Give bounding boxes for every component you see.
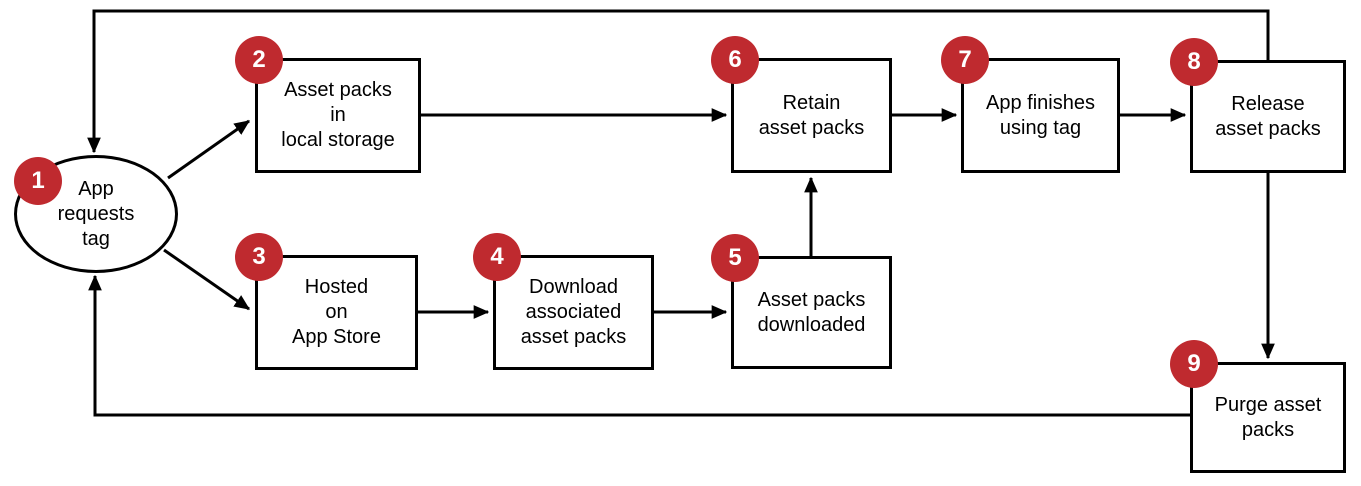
step-badge-1: 1 bbox=[14, 157, 62, 205]
step-badge-9: 9 bbox=[1170, 340, 1218, 388]
node-label: App requests tag bbox=[57, 177, 135, 250]
step-badge-7: 7 bbox=[941, 36, 989, 84]
step-badge-5: 5 bbox=[711, 234, 759, 282]
node-label: Retain asset packs bbox=[758, 91, 865, 139]
node-label: Download associated asset packs bbox=[520, 276, 627, 348]
node-label: Purge asset packs bbox=[1214, 393, 1322, 441]
step-badge-number: 7 bbox=[958, 46, 972, 73]
step-badge-6: 6 bbox=[711, 36, 759, 84]
node-label: App finishes using tag bbox=[986, 91, 1095, 139]
node-label: Release asset packs bbox=[1215, 92, 1321, 140]
step-badge-2: 2 bbox=[235, 36, 283, 84]
edge-app-requests-tag-to-asset-packs-local bbox=[167, 119, 251, 180]
node-release-asset-packs[interactable]: Release asset packs bbox=[1190, 60, 1346, 173]
step-badge-number: 9 bbox=[1187, 350, 1201, 377]
node-label: Asset packs downloaded bbox=[757, 288, 866, 336]
node-asset-packs-local-storage[interactable]: Asset packs in local storage bbox=[255, 58, 421, 173]
edge-purge-to-app-requests-tag bbox=[88, 274, 1190, 417]
node-label: Hosted on App Store bbox=[292, 276, 381, 348]
node-download-associated-asset-packs[interactable]: Download associated asset packs bbox=[493, 255, 654, 370]
step-badge-3: 3 bbox=[235, 233, 283, 281]
node-label: Asset packs in local storage bbox=[281, 79, 395, 151]
step-badge-4: 4 bbox=[473, 233, 521, 281]
edge-release-to-app-requests-tag bbox=[87, 9, 1270, 154]
node-retain-asset-packs[interactable]: Retain asset packs bbox=[731, 58, 892, 173]
node-purge-asset-packs[interactable]: Purge asset packs bbox=[1190, 362, 1346, 473]
step-badge-8: 8 bbox=[1170, 38, 1218, 86]
step-badge-number: 3 bbox=[252, 243, 266, 270]
step-badge-number: 2 bbox=[252, 46, 266, 73]
step-badge-number: 8 bbox=[1187, 48, 1201, 75]
step-badge-number: 1 bbox=[31, 167, 45, 194]
node-app-finishes-using-tag[interactable]: App finishes using tag bbox=[961, 58, 1120, 173]
edge-app-requests-tag-to-hosted-app-store bbox=[163, 248, 251, 311]
step-badge-number: 5 bbox=[728, 244, 742, 271]
node-asset-packs-downloaded[interactable]: Asset packs downloaded bbox=[731, 256, 892, 369]
step-badge-number: 6 bbox=[728, 46, 742, 73]
node-hosted-on-app-store[interactable]: Hosted on App Store bbox=[255, 255, 418, 370]
step-badge-number: 4 bbox=[490, 243, 504, 270]
